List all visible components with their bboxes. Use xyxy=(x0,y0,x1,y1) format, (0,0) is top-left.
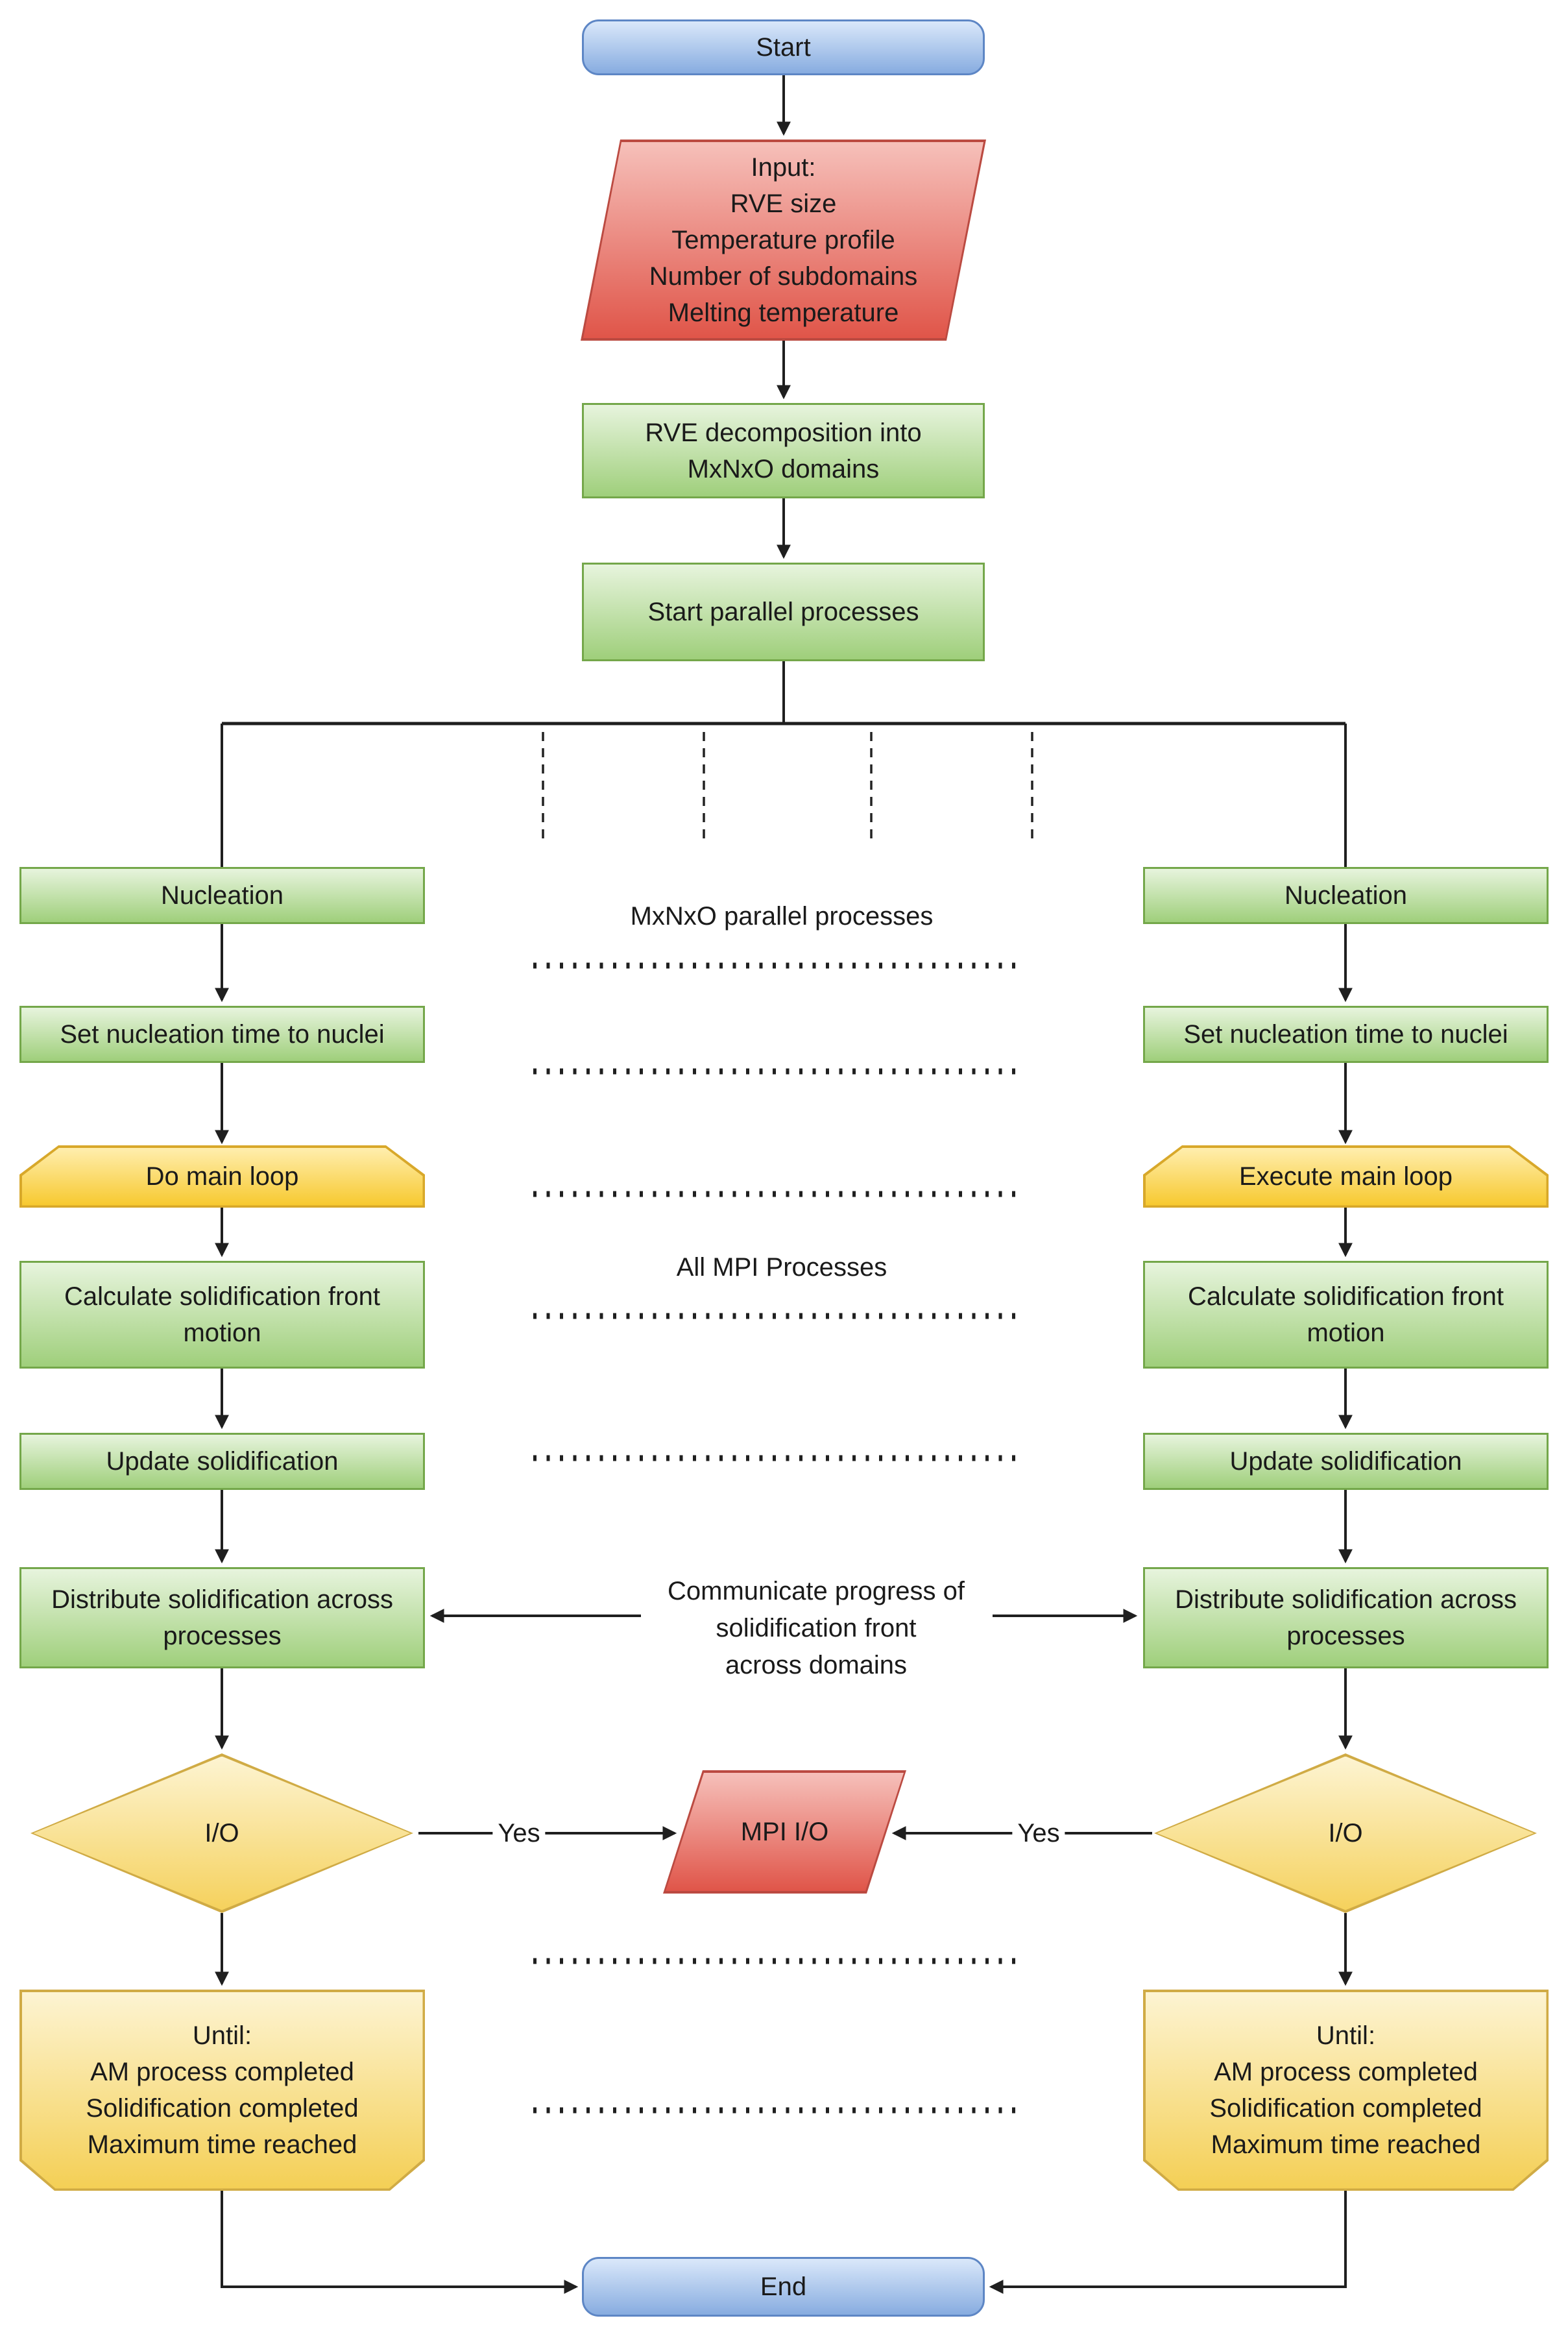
label-parallel-processes: MxNxO parallel processes xyxy=(630,902,934,931)
node-rve-decomposition-label: RVE decomposition into MxNxO domains xyxy=(645,418,922,483)
parallel-process-dashed-lines xyxy=(542,732,1033,844)
node-input-background xyxy=(583,142,983,338)
node-calculate-front-right-label: Calculate solidification front motion xyxy=(1188,1282,1504,1347)
node-update-right: Update solidification xyxy=(1143,1433,1549,1490)
node-start-parallel-label: Start parallel processes xyxy=(647,598,919,626)
node-distribute-left-label: Distribute solidification across process… xyxy=(51,1585,393,1650)
node-set-nucleation-right-label: Set nucleation time to nuclei xyxy=(1183,1020,1508,1049)
node-io-decision-right-label: I/O xyxy=(1328,1819,1363,1847)
node-nucleation-left: Nucleation xyxy=(19,867,425,924)
label-yes-left: Yes xyxy=(492,1818,546,1848)
node-do-main-loop-label: Do main loop xyxy=(145,1162,299,1191)
node-until-left: Until: AM process completed Solidificati… xyxy=(19,1990,425,2191)
dotted-separator-rows xyxy=(533,962,1025,2114)
node-set-nucleation-left-label: Set nucleation time to nuclei xyxy=(60,1020,385,1049)
node-input-label: Input: RVE size Temperature profile Numb… xyxy=(649,153,918,327)
label-all-mpi-processes: All MPI Processes xyxy=(676,1253,887,1282)
node-execute-main-loop-label: Execute main loop xyxy=(1238,1162,1453,1191)
label-yes-right: Yes xyxy=(1012,1818,1065,1848)
node-rve-decomposition: RVE decomposition into MxNxO domains xyxy=(582,403,985,498)
node-start-label: Start xyxy=(756,33,811,62)
node-update-right-label: Update solidification xyxy=(1229,1447,1462,1476)
node-execute-main-loop-background xyxy=(1146,1148,1547,1206)
node-nucleation-left-label: Nucleation xyxy=(160,881,283,910)
node-until-left-label: Until: AM process completed Solidificati… xyxy=(86,2021,359,2159)
node-do-main-loop: Do main loop xyxy=(19,1145,425,1208)
node-calculate-front-left: Calculate solidification front motion xyxy=(19,1261,425,1369)
node-calculate-front-left-label: Calculate solidification front motion xyxy=(64,1282,380,1347)
node-end: End xyxy=(582,2257,985,2317)
node-update-left-label: Update solidification xyxy=(106,1447,339,1476)
node-update-left: Update solidification xyxy=(19,1433,425,1490)
node-until-right: Until: AM process completed Solidificati… xyxy=(1143,1990,1549,2191)
node-mpi-io-background xyxy=(666,1773,904,1891)
node-io-decision-left-label: I/O xyxy=(204,1819,239,1847)
node-start: Start xyxy=(582,19,985,75)
node-end-label: End xyxy=(760,2273,807,2301)
node-mpi-io-label: MPI I/O xyxy=(740,1818,829,1846)
node-set-nucleation-right: Set nucleation time to nuclei xyxy=(1143,1006,1549,1063)
node-mpi-io: MPI I/O xyxy=(663,1770,906,1894)
node-distribute-left: Distribute solidification across process… xyxy=(19,1567,425,1668)
node-set-nucleation-left: Set nucleation time to nuclei xyxy=(19,1006,425,1063)
node-nucleation-right-label: Nucleation xyxy=(1284,881,1407,910)
node-until-right-label: Until: AM process completed Solidificati… xyxy=(1209,2021,1482,2159)
node-until-right-background xyxy=(1146,1992,1547,2189)
node-execute-main-loop: Execute main loop xyxy=(1143,1145,1549,1208)
node-nucleation-right: Nucleation xyxy=(1143,867,1549,924)
node-do-main-loop-background xyxy=(22,1148,423,1206)
node-distribute-right: Distribute solidification across process… xyxy=(1143,1567,1549,1668)
node-until-left-background xyxy=(22,1992,423,2189)
node-distribute-right-label: Distribute solidification across process… xyxy=(1175,1585,1517,1650)
label-communicate-progress: Communicate progress of solidification f… xyxy=(668,1577,965,1679)
node-calculate-front-right: Calculate solidification front motion xyxy=(1143,1261,1549,1369)
node-start-parallel: Start parallel processes xyxy=(582,563,985,661)
node-input: Input: RVE size Temperature profile Numb… xyxy=(581,140,986,341)
